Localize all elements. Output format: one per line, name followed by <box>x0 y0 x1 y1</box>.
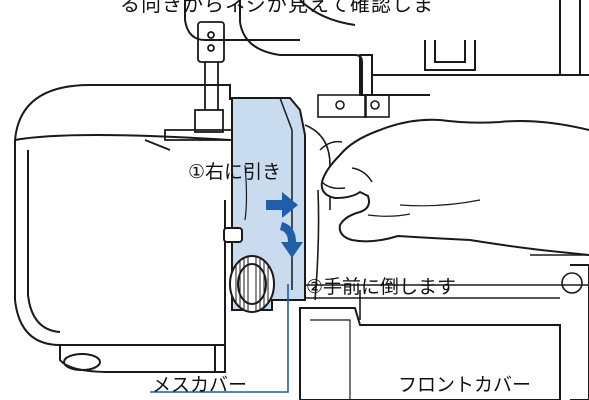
step-2-label: ②手前に倒します <box>306 276 457 298</box>
front-cover-shape <box>299 264 589 400</box>
blade-cover-label: メスカバー <box>152 374 248 396</box>
hand-illustration <box>319 118 589 256</box>
heading-text: る向きからネジが見えて確認しま <box>120 0 434 16</box>
looper-area <box>304 94 589 320</box>
blade-cover-leader-line <box>150 284 289 393</box>
machine-body <box>14 84 231 373</box>
front-cover-label: フロントカバー <box>398 374 532 396</box>
arrow-curved-down-icon <box>280 222 303 258</box>
arrow-right-icon <box>266 192 298 218</box>
step-1-label: ①右に引き <box>188 161 282 183</box>
side-knobs <box>223 227 275 313</box>
